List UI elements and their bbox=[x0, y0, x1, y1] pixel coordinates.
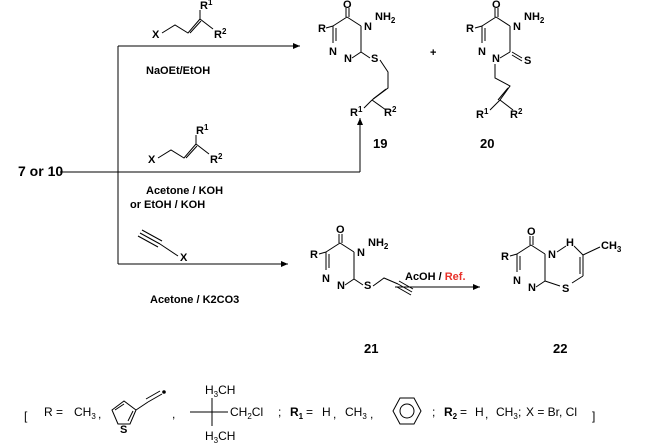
o-atom: O bbox=[336, 224, 345, 236]
footnote-r1-h: H bbox=[322, 405, 331, 419]
nh2-group: NH2 bbox=[368, 237, 389, 251]
r-atom: R bbox=[466, 23, 474, 35]
footnote-r-equals: R = bbox=[44, 405, 63, 419]
footnote-open-bracket: [ bbox=[24, 409, 28, 423]
r1-atom: R1 bbox=[200, 0, 213, 12]
r2-atom: R2 bbox=[214, 27, 227, 41]
footnote-semicolon: ; bbox=[432, 405, 435, 419]
s-atom: S bbox=[524, 55, 531, 67]
s-atom: S bbox=[371, 53, 378, 65]
footnote-x-equals: X = Br, Cl bbox=[526, 405, 577, 419]
r1-atom: R1 bbox=[476, 107, 489, 121]
x-atom: X bbox=[152, 29, 160, 41]
n-atom: N bbox=[513, 275, 521, 287]
x-atom: X bbox=[148, 154, 156, 166]
nh2-group: NH2 bbox=[524, 11, 545, 25]
footnote-comma: , bbox=[172, 407, 175, 421]
compound-19-structure: O R N N N NH2 S R1 R2 bbox=[318, 0, 397, 119]
allyl-halide-reagent-top: X R1 R2 bbox=[152, 0, 227, 41]
compound-21-label: 21 bbox=[364, 341, 378, 356]
o-atom: O bbox=[492, 0, 501, 11]
r-atom: R bbox=[501, 251, 509, 263]
compound-21-structure: O R N N N NH2 S bbox=[310, 224, 414, 296]
n-atom: N bbox=[364, 21, 372, 33]
n-atom: N bbox=[492, 53, 500, 65]
plus-sign: + bbox=[430, 47, 436, 59]
reagent-etoh-koh: or EtOH / KOH bbox=[130, 199, 205, 211]
s-atom: S bbox=[120, 424, 127, 436]
compound-20-label: 20 bbox=[480, 136, 494, 151]
n-atom: N bbox=[528, 282, 536, 294]
thienyl-vinyl-group: S bbox=[111, 390, 166, 436]
n-atom: N bbox=[513, 21, 521, 33]
ch3-group: CH3 bbox=[601, 240, 622, 254]
x-atom: X bbox=[180, 252, 188, 264]
r-atom: R bbox=[318, 23, 326, 35]
r2-atom: R2 bbox=[210, 152, 223, 166]
n-atom: N bbox=[329, 46, 337, 58]
o-atom: O bbox=[343, 0, 352, 11]
reagent-acetone-koh: Acetone / KOH bbox=[146, 185, 223, 197]
chloro-tert-butyl-group: H3CH CH2Cl H3CH bbox=[190, 383, 263, 445]
footnote-r2-ch3: CH3 bbox=[496, 405, 518, 421]
footnote-r2-eq: = bbox=[460, 405, 467, 419]
footnote-semicolon: ; bbox=[518, 405, 521, 419]
start-label: 7 or 10 bbox=[18, 163, 63, 179]
footnote-r1-ch3: CH3 bbox=[345, 405, 367, 421]
n-atom: N bbox=[344, 53, 352, 65]
r1-atom: R1 bbox=[196, 123, 209, 137]
n-atom: N bbox=[548, 249, 556, 261]
compound-20-structure: O R N N S N NH2 R1 R2 bbox=[466, 0, 545, 121]
footnote-comma: , bbox=[333, 407, 336, 421]
n-atom: N bbox=[337, 280, 345, 292]
r-atom: R bbox=[310, 249, 318, 261]
reagent-acoh-ref: AcOH / Ref. bbox=[405, 271, 466, 283]
tbu-top-h3c: H3CH bbox=[205, 383, 235, 399]
benzene-ring bbox=[392, 397, 422, 425]
n-atom: N bbox=[478, 46, 486, 58]
reagent-naoet-etoh: NaOEt/EtOH bbox=[146, 65, 210, 77]
allyl-halide-reagent-middle: X R1 R2 bbox=[148, 123, 223, 166]
compound-22-structure: O R N N N H CH3 S bbox=[501, 226, 622, 295]
footnote-r1-eq: = bbox=[306, 405, 313, 419]
s-atom: S bbox=[562, 283, 569, 295]
footnote-close-bracket: ] bbox=[592, 409, 595, 423]
r2-atom: R2 bbox=[510, 107, 523, 121]
r1-atom: R1 bbox=[350, 105, 363, 119]
compound-19-label: 19 bbox=[373, 136, 387, 151]
footnote-comma: , bbox=[485, 407, 488, 421]
reagent-acetone-k2co3: Acetone / K2CO3 bbox=[150, 294, 239, 306]
footnote-r2: R2 bbox=[444, 405, 458, 421]
propargyl-halide-reagent: X bbox=[137, 229, 188, 264]
nh2-group: NH2 bbox=[375, 11, 396, 25]
n-atom: N bbox=[357, 247, 365, 259]
n-atom: N bbox=[322, 273, 330, 285]
compound-22-label: 22 bbox=[553, 341, 567, 356]
footnote-r2-h: H bbox=[475, 405, 484, 419]
nh-atom: H bbox=[566, 237, 574, 249]
footnote-semicolon: ; bbox=[278, 405, 281, 419]
footnote-r1: R1 bbox=[290, 405, 304, 421]
s-atom: S bbox=[364, 280, 371, 292]
tbu-ch2cl: CH2Cl bbox=[230, 405, 263, 421]
footnote-comma: , bbox=[370, 407, 373, 421]
footnote-comma: , bbox=[98, 407, 101, 421]
substituent-footnote: [ R = CH3 , S , H3CH CH2Cl H3CH ; R1 = H bbox=[24, 383, 595, 445]
tbu-bottom-h3c: H3CH bbox=[205, 429, 235, 445]
r2-atom: R2 bbox=[384, 105, 397, 119]
footnote-ch3: CH3 bbox=[74, 405, 96, 421]
o-atom: O bbox=[527, 226, 536, 238]
